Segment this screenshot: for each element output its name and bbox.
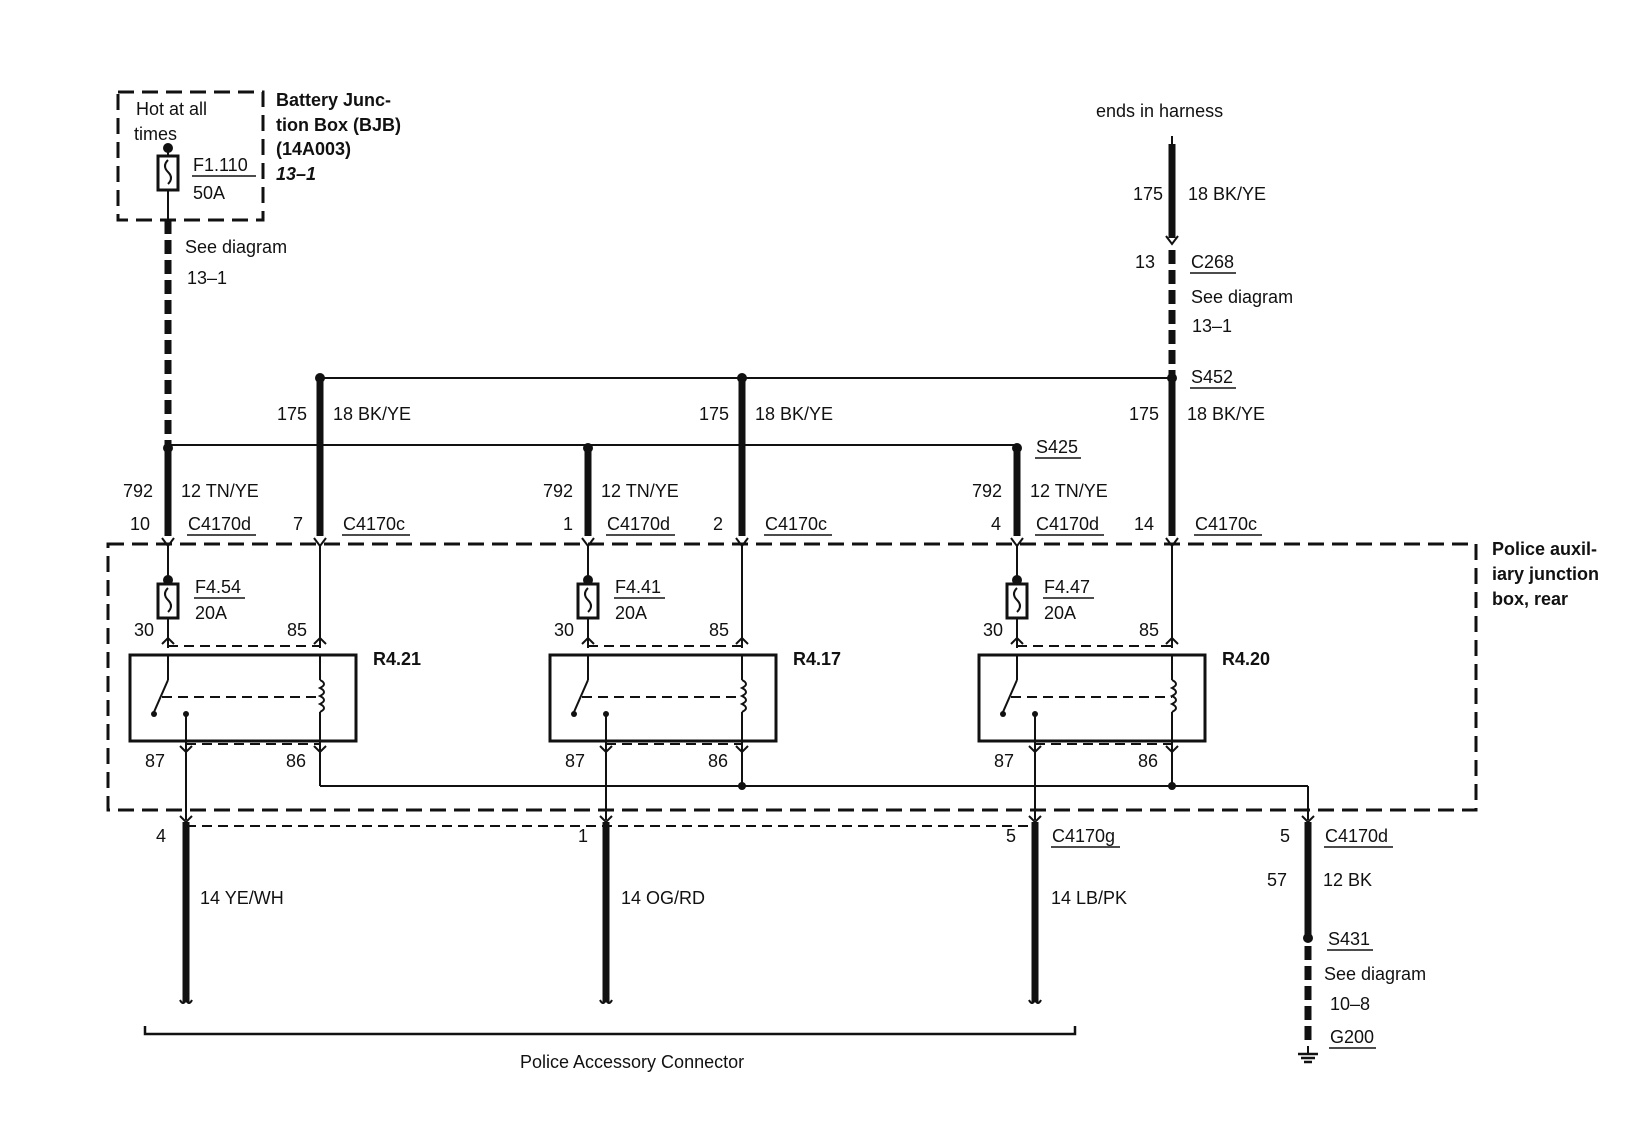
bjb-fuse-id: F1.110 [193,155,248,175]
terminal-87: 87 [994,751,1014,771]
coil-circuit: 175 [1129,404,1159,424]
fuse-rating: 20A [195,603,227,623]
terminal-30: 30 [134,620,154,640]
relay-body [977,653,1207,743]
feed-wire: 12 TN/YE [181,481,259,501]
feed-circuit: 792 [972,481,1002,501]
ground-pin: 5 [1280,826,1290,846]
police-accessory-connector: Police Accessory Connector [143,1026,1077,1072]
out-wire: 14 OG/RD [621,888,705,908]
feed-pin: 1 [563,514,573,534]
right-connector: C268 [1191,252,1234,272]
feed-wire: 12 TN/YE [1030,481,1108,501]
feed-connector: C4170d [1036,514,1099,534]
right-see-2: 13–1 [1192,316,1232,336]
police-box-title-3: box, rear [1492,589,1568,609]
ground-see-2: 10–8 [1330,994,1370,1014]
bjb-fuse-rating: 50A [193,183,225,203]
terminal-86: 86 [286,751,306,771]
police-box-title-2: iary junction [1492,564,1599,584]
police-aux-junction-box [106,542,1478,812]
bjb-title-2: tion Box (BJB) [276,115,401,135]
fuse-id: F4.54 [195,577,241,597]
ground-icon [1298,1046,1318,1064]
police-box-title-1: Police auxil- [1492,539,1597,559]
right-circuit: 175 [1133,184,1163,204]
accessory-connector-label: Police Accessory Connector [520,1052,744,1072]
feed-connector: C4170d [188,514,251,534]
bjb-title-3: (14A003) [276,139,351,159]
splice-s431-dot [1303,933,1313,943]
terminal-86: 86 [1138,751,1158,771]
coil-pin: 7 [293,514,303,534]
fuse-id: F4.47 [1044,577,1090,597]
right-see-1: See diagram [1191,287,1293,307]
ground-connector: C4170d [1325,826,1388,846]
bjb-ref: 13–1 [276,164,316,184]
ground-splice: S431 [1328,929,1370,949]
terminal-30: 30 [554,620,574,640]
coil-wire: 18 BK/YE [333,404,411,424]
feed-circuit: 792 [123,481,153,501]
coil-connector: C4170c [1195,514,1257,534]
right-feed: ends in harness 175 18 BK/YE 13 C268 See… [1096,101,1293,389]
out-wire: 14 YE/WH [200,888,284,908]
bjb-hot-label-1: Hot at all [136,99,207,119]
coil-connector: C4170c [343,514,405,534]
bjb-hot-label-2: times [134,124,177,144]
relay-id: R4.21 [373,649,421,669]
coil-connector: C4170c [765,514,827,534]
fuse-id: F4.41 [615,577,661,597]
bjb-see-1: See diagram [185,237,287,257]
coil-wire: 18 BK/YE [755,404,833,424]
ground-id: G200 [1330,1027,1374,1047]
right-pin: 13 [1135,252,1155,272]
out-connector: C4170g [1052,826,1115,846]
relay-group-r4-20: 792 12 TN/YE 175 18 BK/YE 4 C4170d 14 C4… [972,378,1270,820]
terminal-86: 86 [708,751,728,771]
terminal-87: 87 [565,751,585,771]
right-wire: 18 BK/YE [1188,184,1266,204]
ground-branch: 5 C4170d 57 12 BK S431 See diagram 10–8 … [1267,815,1426,1064]
feed-pin: 10 [130,514,150,534]
coil-pin: 14 [1134,514,1154,534]
bjb-title-1: Battery Junc- [276,90,391,110]
terminal-87: 87 [145,751,165,771]
terminal-30: 30 [983,620,1003,640]
relay-body [128,653,358,743]
battery-junction-box: Hot at all times F1.110 50A Battery Junc… [116,90,401,222]
out-pin: 5 [1006,826,1016,846]
feed-circuit: 792 [543,481,573,501]
coil-pin: 2 [713,514,723,534]
feed-wire: 12 TN/YE [601,481,679,501]
relay-id: R4.20 [1222,649,1270,669]
relay-id: R4.17 [793,649,841,669]
relay-group-r4-17: 792 12 TN/YE 175 18 BK/YE 1 C4170d 2 C41… [543,378,841,820]
ground-circuit: 57 [1267,870,1287,890]
coil-circuit: 175 [699,404,729,424]
right-ends-label: ends in harness [1096,101,1223,121]
fuse-rating: 20A [615,603,647,623]
bjb-see-2: 13–1 [187,268,227,288]
coil-wire: 18 BK/YE [1187,404,1265,424]
bjb-dashed-box [116,90,265,222]
coil-circuit: 175 [277,404,307,424]
fuse-rating: 20A [1044,603,1076,623]
out-pin: 4 [156,826,166,846]
ground-see-1: See diagram [1324,964,1426,984]
relay-group-r4-21: 792 12 TN/YE 175 18 BK/YE 10 C4170d 7 C4… [123,378,421,820]
relay-body [548,653,778,743]
terminal-85: 85 [709,620,729,640]
splice-s425: S425 [1036,437,1078,457]
ground-wire: 12 BK [1323,870,1372,890]
out-pin: 1 [578,826,588,846]
terminal-85: 85 [287,620,307,640]
output-wires: 4 14 YE/WH 1 14 OG/RD 5 C4170g 14 LB/PK [156,815,1127,1004]
terminal-85: 85 [1139,620,1159,640]
out-wire: 14 LB/PK [1051,888,1127,908]
feed-connector: C4170d [607,514,670,534]
feed-pin: 4 [991,514,1001,534]
splice-s452: S452 [1191,367,1233,387]
